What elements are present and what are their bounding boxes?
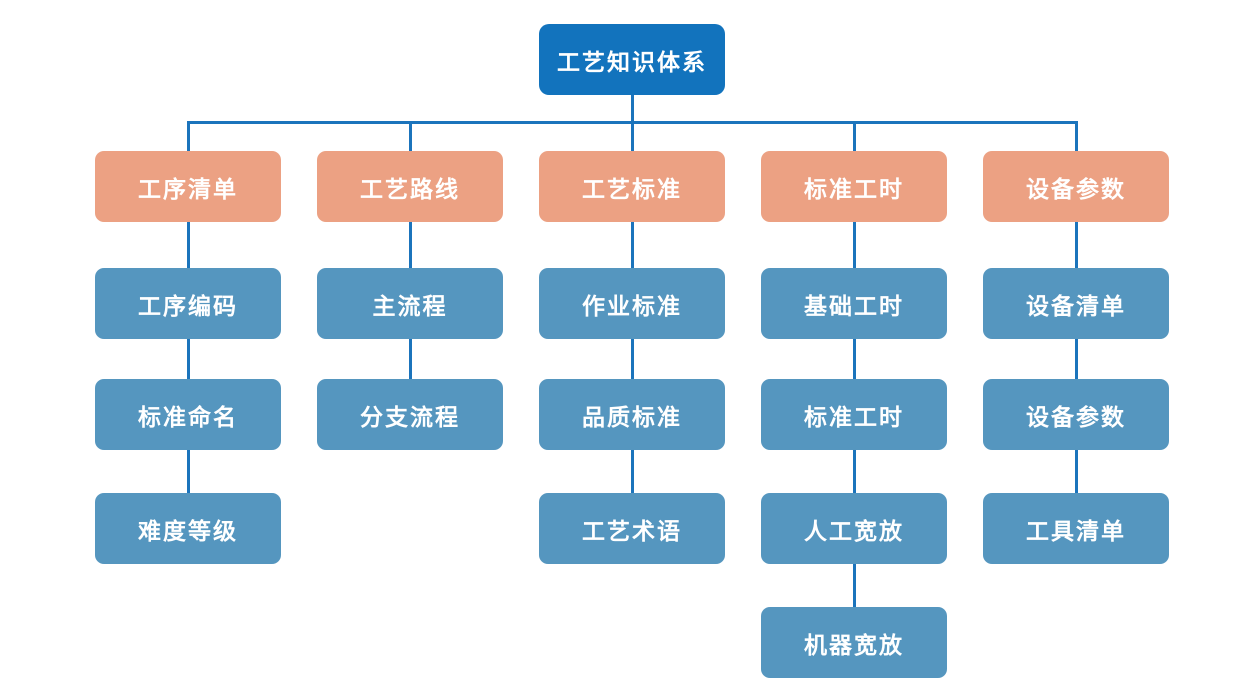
root-node: 工艺知识体系 (539, 24, 725, 95)
root-connector (630, 95, 634, 124)
child-node-4-3-label: 人工宽放 (804, 517, 904, 544)
branch-node-2-label: 工艺路线 (360, 175, 460, 202)
child-node-1-2: 标准命名 (95, 379, 281, 450)
child-node-5-2: 设备参数 (983, 379, 1169, 450)
child-connector (852, 222, 856, 268)
child-node-5-3: 工具清单 (983, 493, 1169, 564)
child-node-3-2: 品质标准 (539, 379, 725, 450)
branch-stub-connector (186, 121, 190, 151)
child-node-4-3: 人工宽放 (761, 493, 947, 564)
child-node-4-4-label: 机器宽放 (804, 631, 904, 658)
child-connector (1074, 222, 1078, 268)
child-node-1-2-label: 标准命名 (138, 403, 238, 430)
child-connector (1074, 339, 1078, 379)
child-node-2-2: 分支流程 (317, 379, 503, 450)
branch-stub-connector (852, 121, 856, 151)
child-node-5-1: 设备清单 (983, 268, 1169, 339)
child-node-3-3: 工艺术语 (539, 493, 725, 564)
root-node-label: 工艺知识体系 (557, 48, 707, 75)
child-node-5-3-label: 工具清单 (1026, 517, 1126, 544)
child-node-2-2-label: 分支流程 (360, 403, 460, 430)
child-connector (852, 450, 856, 493)
branch-stub-connector (630, 121, 634, 151)
child-connector (630, 222, 634, 268)
child-node-1-3: 难度等级 (95, 493, 281, 564)
child-connector (408, 222, 412, 268)
branch-node-3: 工艺标准 (539, 151, 725, 222)
child-connector (186, 222, 190, 268)
child-node-5-2-label: 设备参数 (1026, 403, 1126, 430)
child-node-1-1: 工序编码 (95, 268, 281, 339)
child-node-3-1-label: 作业标准 (582, 292, 682, 319)
branch-node-1-label: 工序清单 (138, 175, 238, 202)
branch-stub-connector (408, 121, 412, 151)
child-connector (630, 339, 634, 379)
branch-node-1: 工序清单 (95, 151, 281, 222)
child-node-4-2: 标准工时 (761, 379, 947, 450)
child-node-4-4: 机器宽放 (761, 607, 947, 678)
branch-node-5: 设备参数 (983, 151, 1169, 222)
child-node-3-1: 作业标准 (539, 268, 725, 339)
child-connector (852, 564, 856, 607)
child-node-5-1-label: 设备清单 (1026, 292, 1126, 319)
branch-node-4-label: 标准工时 (804, 175, 904, 202)
child-connector (1074, 450, 1078, 493)
child-connector (408, 339, 412, 379)
child-node-4-2-label: 标准工时 (804, 403, 904, 430)
child-node-3-3-label: 工艺术语 (582, 517, 682, 544)
child-node-1-1-label: 工序编码 (138, 292, 238, 319)
branch-node-5-label: 设备参数 (1026, 175, 1126, 202)
child-connector (852, 339, 856, 379)
child-connector (186, 450, 190, 493)
child-node-2-1: 主流程 (317, 268, 503, 339)
child-node-4-1-label: 基础工时 (804, 292, 904, 319)
child-connector (186, 339, 190, 379)
branch-node-4: 标准工时 (761, 151, 947, 222)
child-connector (630, 450, 634, 493)
branch-stub-connector (1074, 121, 1078, 151)
branch-node-2: 工艺路线 (317, 151, 503, 222)
child-node-1-3-label: 难度等级 (138, 517, 238, 544)
branch-node-3-label: 工艺标准 (582, 175, 682, 202)
child-node-4-1: 基础工时 (761, 268, 947, 339)
child-node-3-2-label: 品质标准 (582, 403, 682, 430)
child-node-2-1-label: 主流程 (372, 292, 448, 319)
